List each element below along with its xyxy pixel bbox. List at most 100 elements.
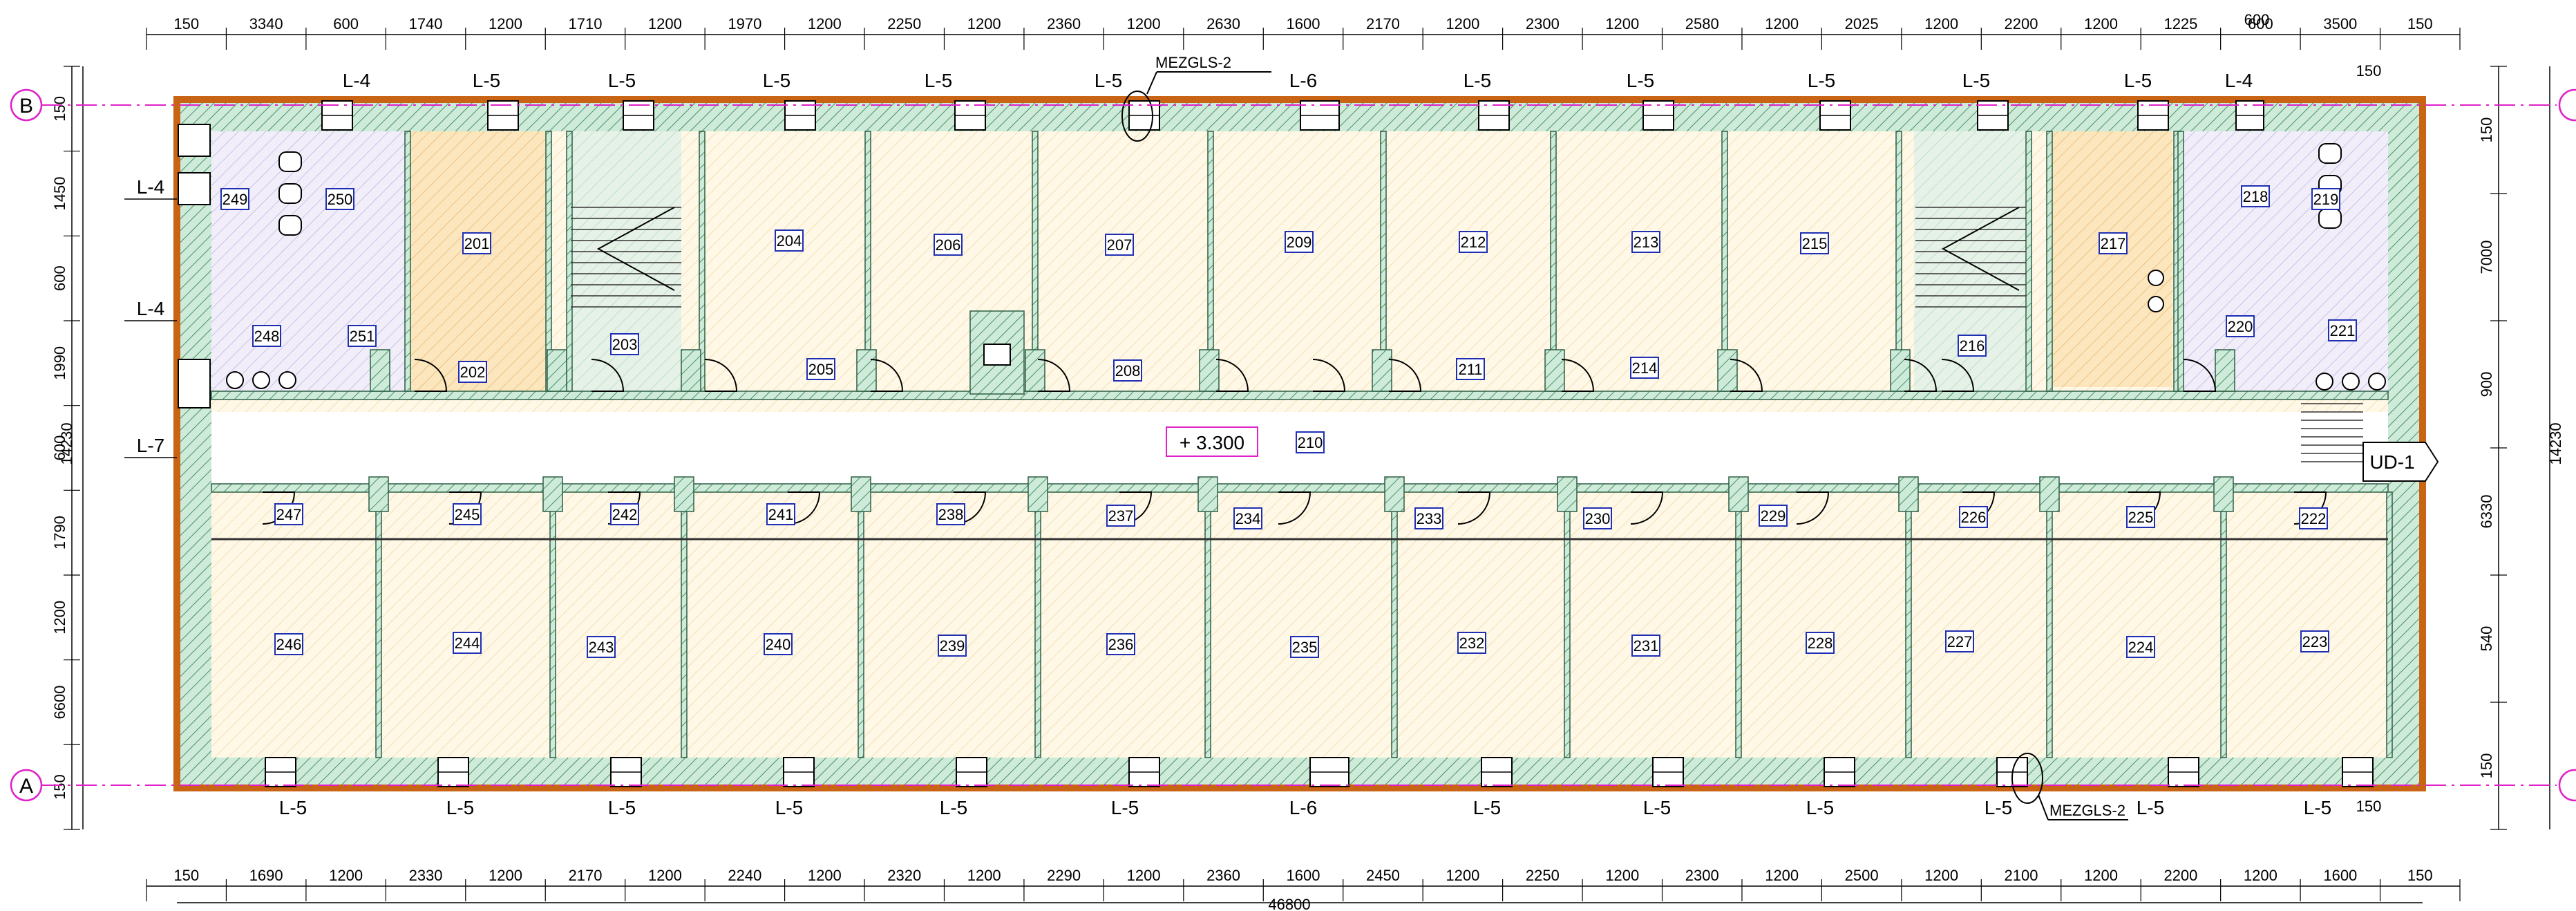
dim-left-text: 150 bbox=[51, 774, 68, 800]
pillar-north bbox=[547, 349, 567, 392]
wash-basin bbox=[278, 371, 296, 389]
dim-top-text: 1200 bbox=[967, 15, 1001, 32]
room-220-box bbox=[2226, 315, 2255, 337]
room-212-number: 212 bbox=[1461, 234, 1486, 251]
dim-top-text: 1970 bbox=[728, 15, 761, 32]
dim-total-width: 46800 bbox=[1268, 896, 1310, 911]
room-245-box bbox=[453, 503, 482, 525]
partition-north bbox=[2025, 131, 2032, 392]
room-fills bbox=[211, 131, 2388, 394]
room-251-number: 251 bbox=[350, 328, 375, 345]
interior-walls bbox=[211, 131, 2393, 758]
room-241: 241 bbox=[766, 503, 795, 525]
dim-top-right-small: 150 bbox=[2356, 62, 2382, 79]
room-204-box bbox=[775, 229, 804, 252]
dim-top-text: 2025 bbox=[1845, 15, 1879, 32]
dim-bottom-text: 2320 bbox=[887, 867, 921, 884]
toilet-bowl bbox=[278, 215, 302, 236]
dim-right-total: 14230 bbox=[2547, 422, 2564, 464]
dim-top-text: 150 bbox=[2407, 15, 2433, 32]
room-214-box bbox=[1630, 357, 1659, 379]
room-242-number: 242 bbox=[612, 506, 638, 523]
room-208-number: 208 bbox=[1115, 362, 1141, 379]
room-235-box bbox=[1290, 636, 1319, 658]
partition-south bbox=[1735, 491, 1742, 758]
room-233-box bbox=[1414, 507, 1443, 529]
dim-top-text: 1200 bbox=[1446, 15, 1479, 32]
room-230: 230 bbox=[1583, 507, 1612, 529]
door-north bbox=[1561, 359, 1595, 392]
room-216-number: 216 bbox=[1960, 337, 1985, 355]
room-238-box bbox=[936, 503, 965, 525]
dim-left-text: 600 bbox=[51, 435, 68, 461]
dim-bottom-text: 1200 bbox=[1765, 867, 1799, 884]
pillar-north bbox=[1025, 349, 1045, 392]
room-234-box bbox=[1233, 507, 1262, 529]
room-203: 203 bbox=[610, 333, 639, 355]
dim-top-text: 2250 bbox=[887, 15, 921, 32]
room-203-box bbox=[610, 333, 639, 355]
door-north bbox=[1215, 359, 1249, 392]
room-219-box bbox=[2311, 188, 2340, 210]
room-232: 232 bbox=[1457, 632, 1486, 654]
pillar-south bbox=[2039, 476, 2060, 512]
pillar-south bbox=[1384, 476, 1405, 512]
pillar-north bbox=[370, 349, 390, 392]
axis-right-markers bbox=[2558, 88, 2576, 802]
pillar-north bbox=[1544, 349, 1565, 392]
dim-top-text: 1200 bbox=[2084, 15, 2118, 32]
dim-bottom-text: 1200 bbox=[967, 867, 1001, 884]
pillar-north bbox=[1372, 349, 1392, 392]
window-label-north: L-5 bbox=[763, 70, 790, 91]
room-fill-217 bbox=[2049, 131, 2172, 387]
door-south bbox=[1796, 491, 1830, 525]
room-207: 207 bbox=[1105, 234, 1134, 256]
room-249: 249 bbox=[220, 188, 249, 210]
wash-basin bbox=[2368, 373, 2386, 391]
dim-top-text: 2170 bbox=[1366, 15, 1400, 32]
window-label-north: L-4 bbox=[343, 70, 370, 91]
wash-basin bbox=[252, 371, 270, 389]
room-236: 236 bbox=[1106, 633, 1135, 655]
room-206-number: 206 bbox=[936, 236, 961, 254]
room-fill-201 bbox=[410, 131, 546, 391]
room-236-number: 236 bbox=[1108, 636, 1134, 653]
room-232-number: 232 bbox=[1459, 635, 1485, 652]
window-label-west: L-4 bbox=[137, 298, 164, 319]
window-label-south: L-5 bbox=[2304, 797, 2331, 818]
dim-top-text: 1200 bbox=[1127, 15, 1161, 32]
room-214: 214 bbox=[1630, 357, 1659, 379]
dim-top-text: 2300 bbox=[1526, 15, 1560, 32]
room-202-box bbox=[458, 361, 487, 383]
room-205-box bbox=[806, 358, 835, 380]
door-south bbox=[1278, 491, 1311, 525]
room-207-box bbox=[1105, 234, 1134, 256]
dim-left-text: 1200 bbox=[51, 601, 68, 635]
room-214-number: 214 bbox=[1632, 359, 1658, 377]
partition-south bbox=[1564, 491, 1571, 758]
dim-top-text: 600 bbox=[333, 15, 359, 32]
dim-left-text: 6600 bbox=[51, 686, 68, 720]
door-north bbox=[591, 359, 625, 392]
room-209-box bbox=[1285, 231, 1314, 253]
level-mark-text: + 3.300 bbox=[1180, 432, 1244, 453]
partition-south bbox=[858, 491, 864, 758]
window-label-north: L-4 bbox=[2225, 70, 2253, 91]
room-240-number: 240 bbox=[766, 636, 791, 653]
mezgls-bottom-callout: MEZGLS-2 bbox=[2011, 753, 2128, 820]
room-234: 234 bbox=[1233, 507, 1262, 529]
window-label-south: L-6 bbox=[1289, 797, 1317, 818]
partition-north bbox=[566, 131, 573, 392]
door-north bbox=[1730, 359, 1763, 392]
dim-left-text: 1990 bbox=[51, 346, 68, 380]
dim-top-text: 3340 bbox=[249, 15, 283, 32]
room-210: 210 bbox=[1296, 431, 1325, 453]
room-231-box bbox=[1631, 635, 1660, 657]
window-label-north: L-5 bbox=[925, 70, 952, 91]
dim-top-text: 2580 bbox=[1685, 15, 1719, 32]
room-202: 202 bbox=[458, 361, 487, 383]
room-227: 227 bbox=[1945, 630, 1974, 652]
room-226: 226 bbox=[1959, 506, 1988, 528]
dim-bottom-text: 2100 bbox=[2005, 867, 2038, 884]
